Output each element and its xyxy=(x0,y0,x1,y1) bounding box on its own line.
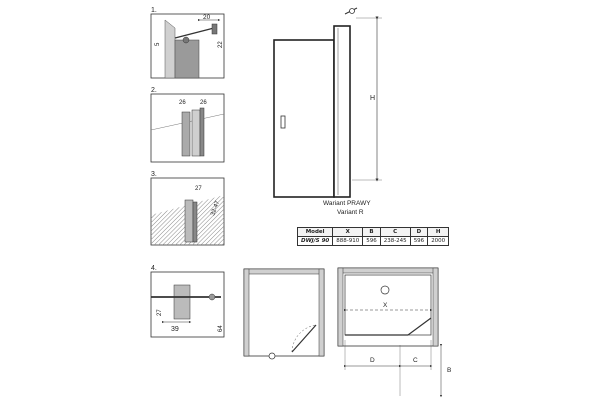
step-1-wall-mount xyxy=(211,23,218,35)
table-header: X xyxy=(332,227,364,237)
step-3-number: 3. xyxy=(151,171,157,178)
table-header: C xyxy=(379,227,411,237)
step-1-clamp xyxy=(182,36,190,44)
door-handle xyxy=(280,115,286,129)
step-4-number: 4. xyxy=(151,265,157,272)
step-1-stabilizer-bar xyxy=(174,27,215,39)
plan-view-right: X D C B xyxy=(337,267,451,398)
step-4-dim-64: 64 xyxy=(218,325,224,332)
table-cell: 596 xyxy=(362,236,381,246)
variant-caption-en: Variant R xyxy=(337,209,364,216)
step-2-dim-26a: 26 xyxy=(179,100,186,106)
plan-b-label: B xyxy=(447,367,451,374)
step-1-dim-20: 20 xyxy=(203,14,211,21)
step-1-wall xyxy=(164,19,176,79)
step-3-profile xyxy=(184,199,194,243)
plan-x-label: X xyxy=(383,302,388,309)
step-1-number: 1. xyxy=(151,7,157,14)
drain xyxy=(380,285,390,295)
dimensions-table: Model X B C D H DWJ/S 90 888-910 596 238… xyxy=(296,227,450,246)
step-1-glass-panel xyxy=(174,39,200,79)
step-1-dim-22: 22 xyxy=(218,41,224,48)
step-1-dim-5: 5 xyxy=(155,42,161,46)
table-header: H xyxy=(427,227,450,237)
step-3-dim-27: 27 xyxy=(195,186,202,192)
table-cell: 888-910 xyxy=(332,236,364,246)
step-2-detail: 2. 26 26 xyxy=(150,87,225,163)
front-view-door: H xyxy=(273,7,382,198)
table-header: Model xyxy=(296,227,334,237)
table-cell-model: DWJ/S 90 xyxy=(296,236,334,246)
step-2-profile-right xyxy=(191,109,201,157)
table-cell: 596 xyxy=(409,236,429,246)
step-4-detail: 4. 39 27 64 xyxy=(150,265,225,338)
plan-view-left xyxy=(243,268,325,360)
step-1-detail: 1. 20 5 22 xyxy=(150,7,225,79)
plan-left-door-swing xyxy=(291,324,317,353)
fixed-panel xyxy=(333,25,351,198)
step-4-profile xyxy=(173,284,191,320)
shower-tray xyxy=(344,274,432,336)
table-row: DWJ/S 90 888-910 596 238-245 596 2000 xyxy=(296,236,450,246)
table-cell: 2000 xyxy=(427,236,450,246)
height-label: H xyxy=(370,95,375,102)
step-3-detail: 3. 27 32-47 xyxy=(150,171,225,246)
table-header: B xyxy=(362,227,381,237)
plan-d-label: D xyxy=(370,357,375,364)
step-3-dim-32-47: 32-47 xyxy=(210,200,221,217)
step-2-profile-left xyxy=(181,111,191,157)
table-header: D xyxy=(409,227,429,237)
plan-c-label: C xyxy=(413,357,418,364)
table-header-row: Model X B C D H xyxy=(296,227,450,237)
step-4-dim-39: 39 xyxy=(171,326,179,333)
step-2-number: 2. xyxy=(151,87,157,94)
step-4-dim-27: 27 xyxy=(157,309,163,316)
step-2-dim-26b: 26 xyxy=(200,100,207,106)
table-cell: 238-245 xyxy=(379,236,411,246)
variant-caption-pl: Wariant PRAWY xyxy=(323,200,371,207)
